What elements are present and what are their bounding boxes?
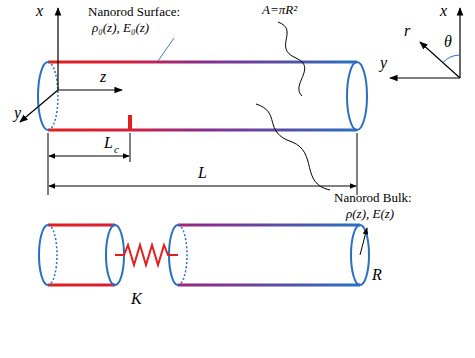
axis-label: x [36, 2, 43, 20]
crack-position-dimension [49, 156, 129, 157]
axis-label: y [380, 54, 387, 72]
rod-segment-edge [178, 225, 360, 285]
rod-segment-edge [48, 225, 115, 285]
part-label: Nanorod Surface: [88, 5, 180, 20]
extension-line [357, 133, 358, 195]
spring-label: K [131, 290, 142, 308]
rod-bottom-edge [48, 129, 357, 132]
rod-segment-end-hidden [48, 225, 57, 285]
dimension-subscript: c [114, 143, 119, 156]
crack-mark [128, 115, 132, 130]
axis-label: y [14, 104, 21, 122]
part-label: Nanorod Bulk: [334, 191, 412, 206]
axis-label: r [404, 22, 410, 40]
length-dimension [49, 186, 356, 187]
z-axis [58, 89, 122, 90]
rod-right-end [347, 62, 367, 130]
y-axis [390, 77, 460, 78]
angle-label: θ [444, 33, 452, 51]
rod-segment-end-hidden [178, 225, 187, 285]
rod-segment-end [39, 225, 48, 285]
bulk-leader [256, 104, 330, 190]
radius-vector [420, 42, 460, 78]
rod-top-edge [48, 61, 357, 64]
dimension-label: L [198, 164, 207, 182]
rod-segment-end [351, 225, 369, 285]
property-label: ρ(z), E(z) [346, 207, 394, 222]
radius-arrow [360, 228, 367, 255]
radius-label: R [372, 266, 382, 284]
x-axis [459, 8, 460, 78]
dimension-label: L [104, 134, 113, 152]
angle-arc [443, 55, 460, 63]
extension-line [48, 133, 49, 195]
surface-leader [158, 38, 174, 61]
y-axis [20, 90, 58, 122]
x-axis [57, 8, 58, 90]
area-leader [278, 22, 305, 96]
spring-symbol [115, 245, 178, 265]
property-label: ρ₀(z), E₀(z) [92, 21, 149, 36]
axis-label: x [440, 2, 447, 20]
rod-left-end-hidden [48, 62, 58, 130]
axis-label: z [100, 68, 106, 86]
rod-left-end [38, 62, 48, 130]
area-label: A=πR² [262, 3, 297, 18]
extension-line [130, 133, 131, 162]
